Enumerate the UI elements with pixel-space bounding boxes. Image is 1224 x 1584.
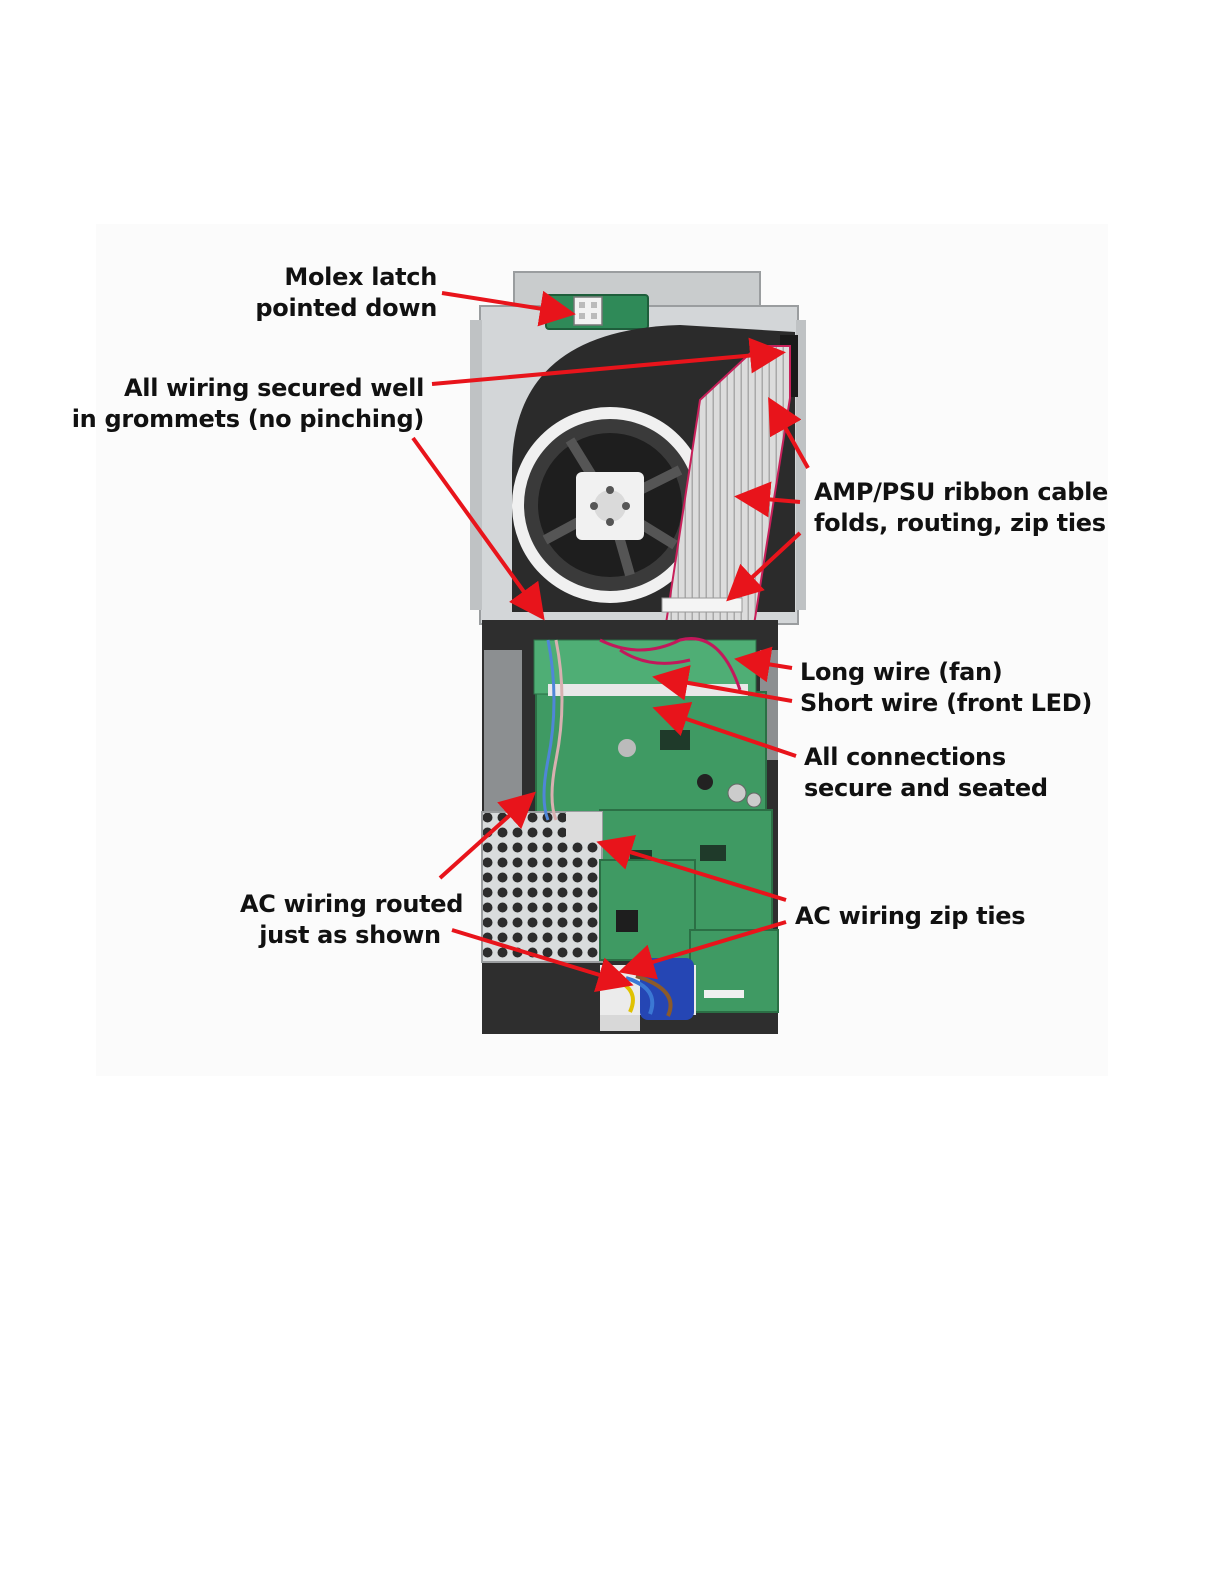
- psu-vent: [482, 812, 602, 962]
- callout-ac-routed: AC wiring routed just as shown: [240, 889, 460, 951]
- callout-ribbon-line2: folds, routing, zip ties: [814, 508, 1108, 539]
- callout-connections: All connections secure and seated: [804, 742, 1048, 804]
- callout-ribbon-cable: AMP/PSU ribbon cable folds, routing, zip…: [814, 477, 1108, 539]
- callout-long-wire: Long wire (fan): [800, 657, 1002, 688]
- callout-connections-line2: secure and seated: [804, 773, 1048, 804]
- callout-molex-line1: Molex latch: [255, 262, 437, 293]
- callout-short-wire: Short wire (front LED): [800, 688, 1092, 719]
- callout-connections-line1: All connections: [804, 742, 1048, 773]
- callout-molex-line2: pointed down: [255, 293, 437, 324]
- callout-ac-zip-ties: AC wiring zip ties: [795, 901, 1025, 932]
- callout-grommets-line1: All wiring secured well: [72, 373, 424, 404]
- callout-long-wire-text: Long wire (fan): [800, 657, 1002, 688]
- callout-short-wire-text: Short wire (front LED): [800, 688, 1092, 719]
- callout-grommets-line2: in grommets (no pinching): [72, 404, 424, 435]
- callout-ribbon-line1: AMP/PSU ribbon cable: [814, 477, 1108, 508]
- callout-ac-routed-line1: AC wiring routed: [240, 889, 460, 920]
- callout-ac-routed-line2: just as shown: [240, 920, 460, 951]
- callout-grommets: All wiring secured well in grommets (no …: [72, 373, 424, 435]
- callout-ac-zip-ties-text: AC wiring zip ties: [795, 901, 1025, 932]
- callout-molex-latch: Molex latch pointed down: [255, 262, 437, 324]
